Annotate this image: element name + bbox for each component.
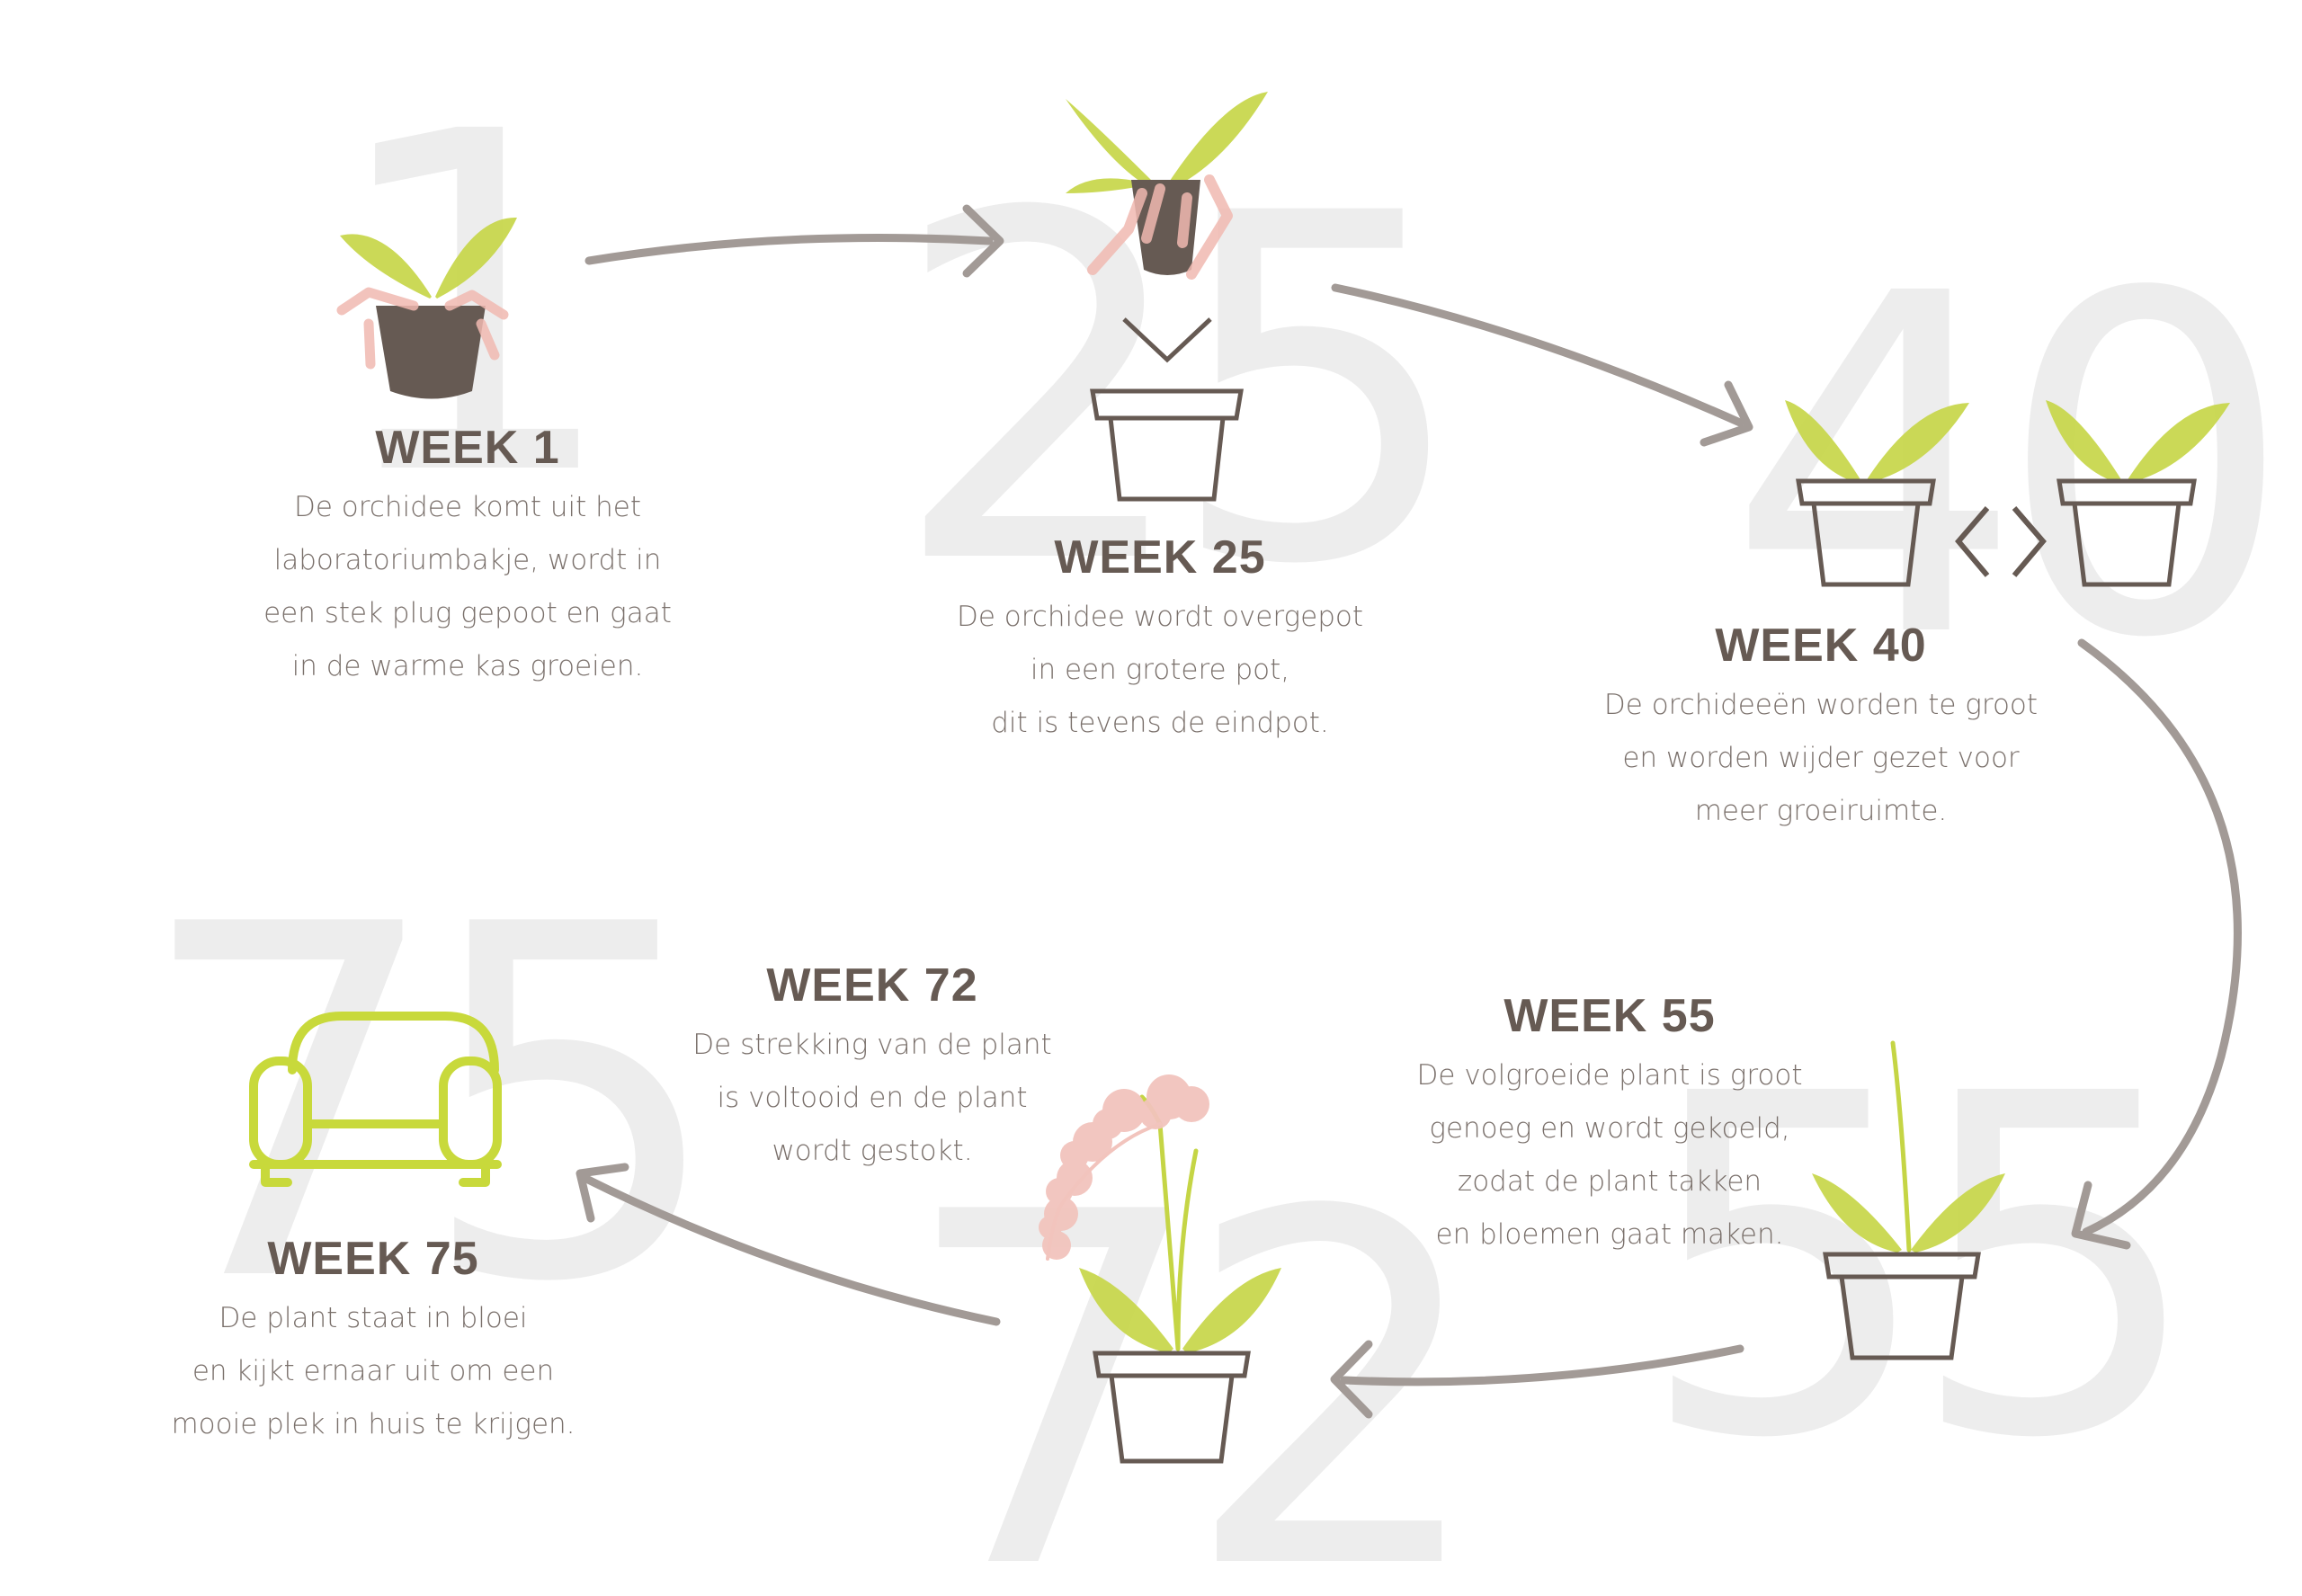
step-text-line: De volgroeide plant is groot (1416, 1059, 1803, 1092)
bignum-75: 75 (135, 824, 726, 1388)
plant-in-hands-icon (336, 217, 517, 399)
bignum-55: 55 (1637, 995, 2205, 1540)
step-week-72: WEEK 72 De strekking van de plant is vol… (647, 959, 1097, 1178)
step-text-line: in de warme kas groeien. (291, 650, 644, 683)
step-text-line: wordt gestokt. (772, 1135, 973, 1168)
step-text-line: in een grotere pot, (1030, 654, 1290, 687)
step-week-75: WEEK 75 De plant staat in bloei en kijkt… (148, 1233, 598, 1451)
step-title: WEEK 25 (1054, 531, 1266, 584)
step-text-line: mooie plek in huis te krijgen. (171, 1408, 576, 1441)
step-text-line: en worden wijder gezet voor (1622, 742, 2020, 775)
arrow-week25-to-week40 (1331, 283, 1753, 447)
step-title: WEEK 1 (375, 422, 560, 474)
step-text-line: De orchidee komt uit het (294, 491, 641, 524)
arrow-week40-to-week55 (2071, 638, 2242, 1250)
step-title: WEEK 40 (1715, 620, 1927, 672)
step-title: WEEK 55 (1503, 990, 1716, 1042)
orchid-flower-icon (1039, 1074, 1281, 1464)
step-week-55: WEEK 55 De volgroeide plant is groot gen… (1385, 990, 1834, 1262)
step-text-line: meer groeiruimte. (1694, 795, 1948, 828)
step-text-line: is voltooid en de plant (717, 1082, 1028, 1115)
step-text-line: genoeg en wordt gekoeld, (1429, 1112, 1790, 1146)
step-text-line: De orchideeën worden te groot (1603, 689, 2039, 722)
step-text-line: en kijkt ernaar uit om een (192, 1355, 555, 1388)
step-text-line: De orchidee wordt overgepot (956, 601, 1364, 634)
arrow-week55-to-week72 (1330, 1340, 1744, 1419)
stem-plant-icon (1812, 1040, 2005, 1360)
step-text-line: en bloemen gaat maken. (1435, 1218, 1784, 1252)
step-text-line: De strekking van de plant (692, 1029, 1052, 1062)
step-text-line: laboratoriumbakje, wordt in (273, 544, 662, 577)
step-week-40: WEEK 40 De orchideeën worden te groot en… (1587, 620, 2055, 838)
sofa-icon (249, 1012, 502, 1187)
spaced-pots-icon (1785, 400, 2230, 587)
step-text-line: een stek plug gepoot en gaat (263, 597, 672, 630)
step-text-line: zodat de plant takken (1457, 1165, 1762, 1199)
arrow-week72-to-week75 (576, 1163, 1001, 1326)
arrow-week1-to-week25 (584, 204, 1004, 278)
step-text-line: De plant staat in bloei (219, 1302, 528, 1335)
step-text-line: dit is tevens de eindpot. (991, 707, 1329, 740)
step-title: WEEK 75 (267, 1233, 479, 1285)
step-week-1: WEEK 1 De orchidee komt uit het laborato… (243, 422, 692, 693)
bignum-40: 40 (1726, 195, 2295, 740)
step-title: WEEK 72 (766, 959, 978, 1012)
step-week-25: WEEK 25 De orchidee wordt overgepot in e… (935, 531, 1385, 750)
cycle-arrows (576, 204, 2242, 1419)
repot-plant-icon (1066, 92, 1268, 502)
